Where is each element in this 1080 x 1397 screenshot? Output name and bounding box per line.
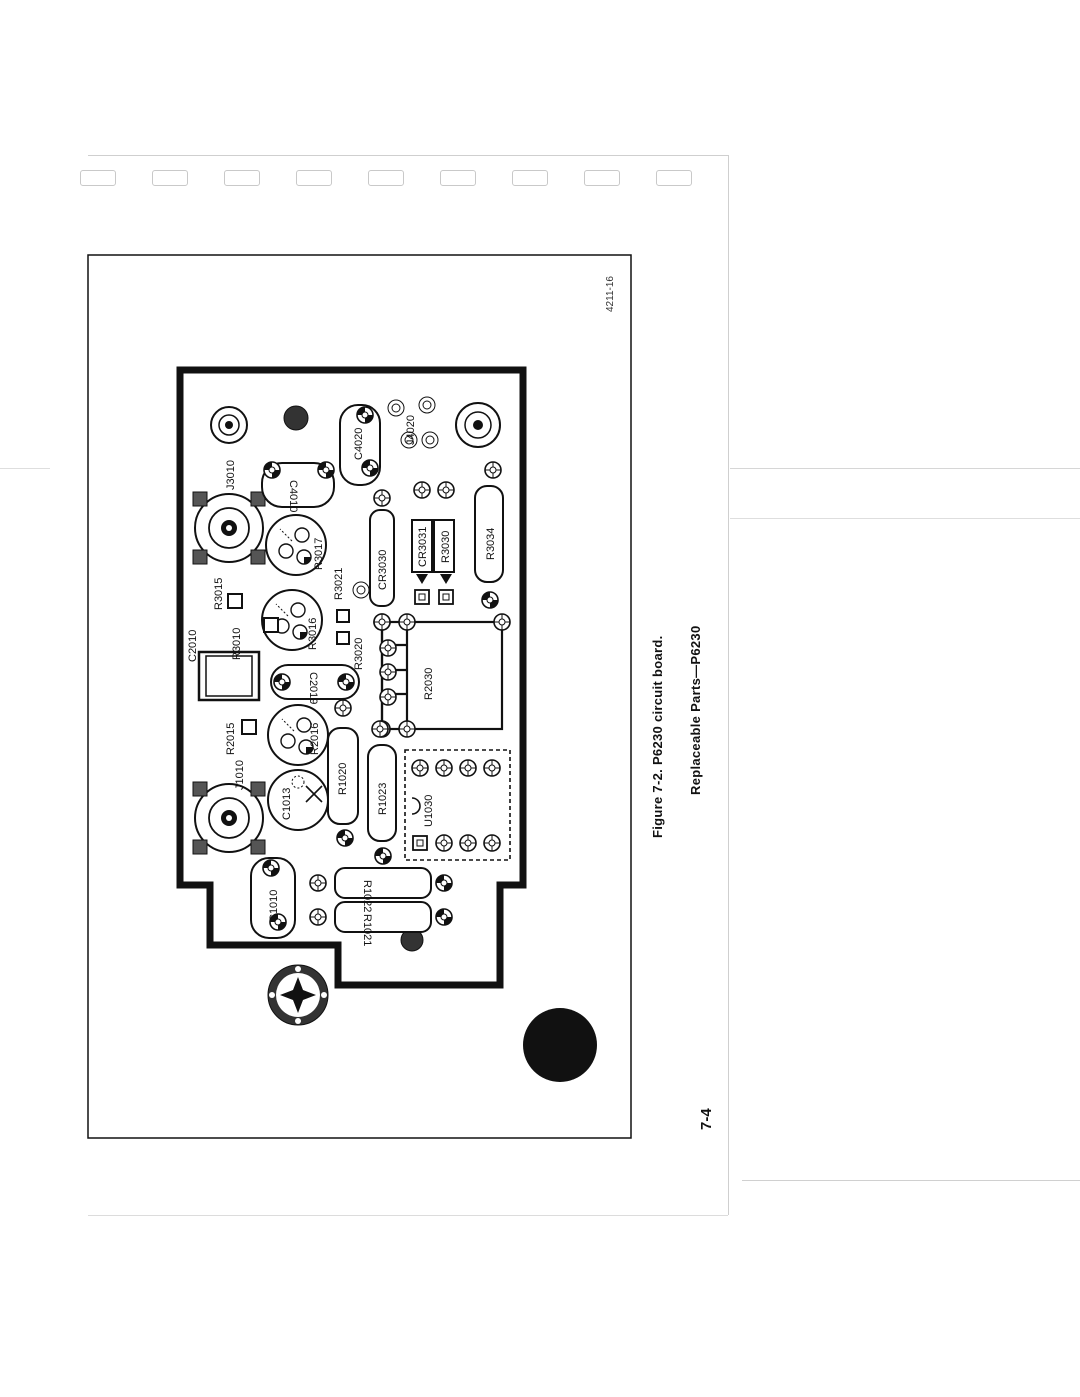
board-outline (176, 366, 527, 989)
star-connector (267, 964, 329, 1026)
binder-hole (512, 170, 548, 186)
label-R2030: R2030 (423, 668, 435, 700)
label-R1023: R1023 (377, 783, 389, 815)
binder-hole (440, 170, 476, 186)
binder-hole (224, 170, 260, 186)
J3010-connector (192, 491, 266, 565)
binding-line-right-2 (730, 518, 1080, 519)
black-dot (523, 1008, 597, 1082)
J1010-connector (192, 781, 266, 855)
label-R2016: R2016 (309, 723, 321, 755)
diode-symbols (416, 574, 452, 584)
sheet-top-edge (88, 155, 728, 156)
R3030-component (433, 519, 455, 573)
label-R3015: R3015 (213, 578, 225, 610)
label-R3030: R3030 (440, 531, 452, 563)
label-R1021: R1021 (361, 914, 373, 946)
R1020-resistor (327, 727, 359, 825)
label-R3017: R3017 (313, 538, 325, 570)
label-J3010: J3010 (225, 460, 237, 490)
binder-hole (80, 170, 116, 186)
label-R1022: R1022 (361, 880, 373, 912)
section-title: Replaceable Parts—P6230 (688, 625, 703, 796)
figure-frame (87, 254, 632, 1139)
binder-hole (584, 170, 620, 186)
R2015-chip (241, 719, 257, 735)
R1022-resistor (334, 867, 432, 899)
label-C2010: C2010 (187, 630, 199, 662)
label-R3016: R3016 (307, 618, 319, 650)
C4010-capacitor (261, 462, 335, 508)
R3015-chip (227, 593, 243, 609)
label-R3034: R3034 (485, 528, 497, 560)
component-labels: J3010 C4010 C4020 J4020 R3015 R3017 R302… (187, 415, 497, 946)
binder-hole (296, 170, 332, 186)
label-R3021: R3021 (333, 568, 345, 600)
U1030-ic (404, 749, 511, 861)
board-traces (380, 620, 504, 731)
R3034-resistor (474, 485, 504, 583)
figure-reference-number: 4211-16 (605, 276, 616, 312)
binder-hole (656, 170, 692, 186)
label-J4020: J4020 (405, 415, 417, 445)
CR3031-component (411, 519, 433, 573)
R3021-chip (336, 609, 350, 623)
R3010-chip (263, 617, 279, 633)
figure-caption: Figure 7-2. P6230 circuit board. (650, 635, 665, 839)
binder-hole (152, 170, 188, 186)
page-number: 7-4 (698, 1108, 715, 1130)
mounting-hole-right (455, 402, 501, 448)
label-U1030: U1030 (423, 795, 435, 827)
CR3030-component (369, 509, 395, 607)
binding-line-left (0, 468, 50, 469)
label-R3010: R3010 (231, 628, 243, 660)
sheet-bottom-edge (88, 1215, 728, 1216)
label-J1010: J1010 (234, 760, 246, 790)
label-R1020: R1020 (337, 763, 349, 795)
label-CR3031: CR3031 (417, 527, 429, 567)
R1021-resistor (334, 901, 432, 933)
label-R2015: R2015 (225, 723, 237, 755)
C1013-capacitor (267, 769, 329, 831)
binder-hole (368, 170, 404, 186)
R3020-chip (336, 631, 350, 645)
binding-line-bottom (742, 1180, 1080, 1181)
sheet-right-edge (728, 155, 729, 1215)
label-C2019: C2019 (307, 672, 319, 704)
label-C4020: C4020 (353, 428, 365, 460)
label-C1010: C1010 (268, 890, 280, 922)
label-R3020: R3020 (353, 638, 365, 670)
mounting-hole-top (210, 406, 248, 444)
C2019-capacitor (270, 664, 360, 700)
black-via (283, 405, 309, 431)
binding-line-right (730, 468, 1080, 469)
label-CR3030: CR3030 (377, 550, 389, 590)
R1023-resistor (367, 744, 397, 842)
C2010-capacitor (197, 650, 261, 702)
label-C4010: C4010 (287, 480, 299, 512)
label-C1013: C1013 (281, 788, 293, 820)
